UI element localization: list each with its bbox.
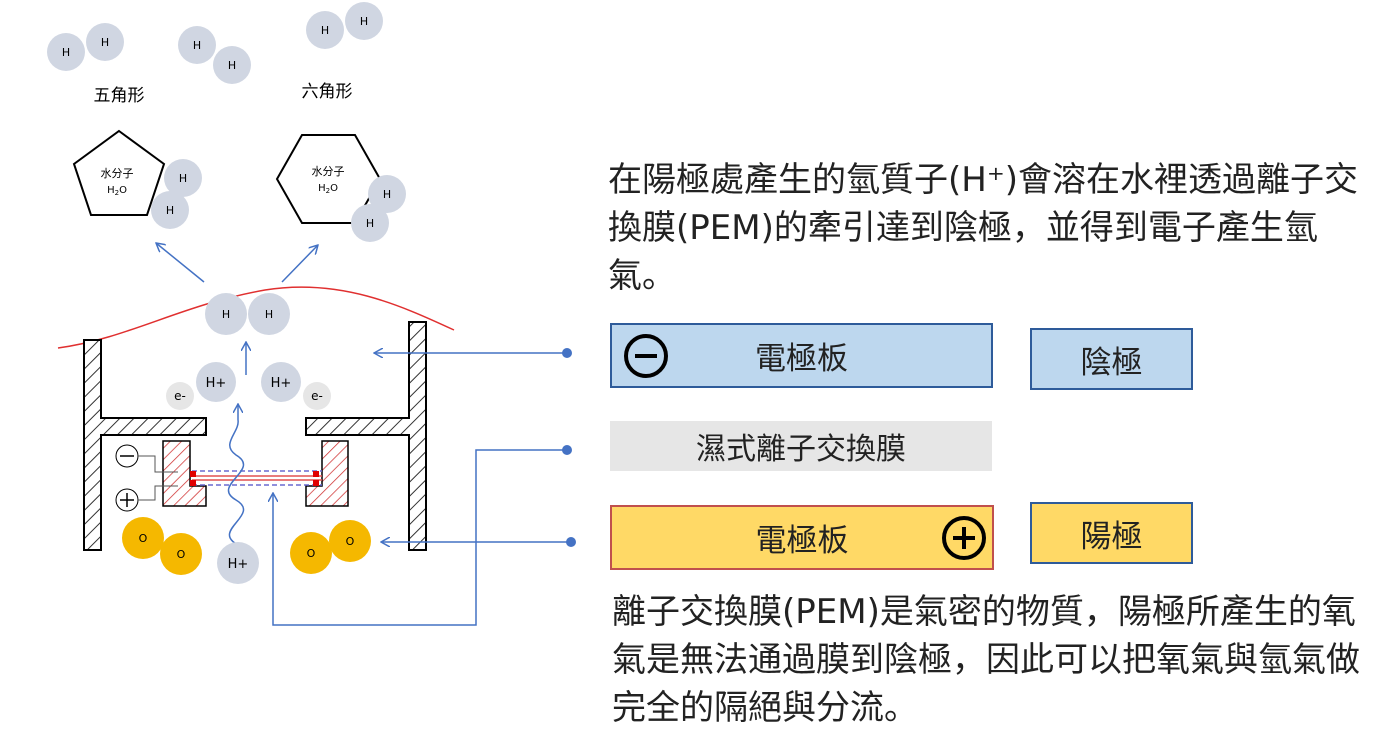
- flow-arrow: [281, 245, 318, 283]
- proton: [217, 542, 259, 584]
- minus-icon: [624, 333, 668, 378]
- water-surface-line: [57, 286, 455, 349]
- h-atom-label: H: [265, 308, 273, 321]
- h-atom-label: H: [383, 188, 391, 201]
- cathode-plate-label: 電極板: [755, 341, 848, 377]
- h-atom-label: H: [366, 217, 374, 230]
- o-atom-label: O: [177, 548, 186, 561]
- water-formula: H2O: [107, 185, 127, 197]
- h-atom-label: H: [101, 36, 109, 49]
- membrane-label: 濕式離子交換膜: [610, 421, 992, 471]
- h-atom-label: H: [193, 39, 201, 52]
- h-atom-label: H: [166, 204, 174, 217]
- hexagon-caption: 六角形: [302, 82, 353, 102]
- electron: [166, 382, 194, 410]
- h-atom-label: H: [321, 24, 329, 37]
- proton: [261, 362, 301, 402]
- pem-description: 離子交換膜(PEM)是氣密的物質，陽極所產生的氧氣是無法通過膜到陰極，因此可以把…: [612, 592, 1360, 728]
- plus-icon: [942, 515, 986, 560]
- right-electrode-holder: [305, 440, 349, 507]
- anode-electrode-plate: 電極板: [610, 505, 994, 570]
- h-atom-label: H: [179, 172, 187, 185]
- left-electrode-holder: [162, 440, 207, 507]
- o2-molecule: O O: [122, 517, 202, 575]
- anode-label: 陽極: [1030, 502, 1193, 564]
- h2-molecule: H H: [47, 23, 124, 71]
- water-molecule-label: 水分子: [312, 165, 345, 178]
- h-atom-label: H: [360, 15, 368, 28]
- h2-molecule: H H: [178, 26, 251, 84]
- o-atom-label: O: [139, 532, 148, 545]
- cell-container: [83, 321, 427, 551]
- hexagon-water-cluster: 水分子 H2O H H: [275, 134, 406, 242]
- water-formula: H2O: [318, 183, 338, 195]
- terminal-minus: [115, 444, 178, 473]
- proton-path-arrow: [227, 404, 245, 546]
- o2-molecule: O O: [290, 520, 371, 574]
- leader-line-membrane: [273, 445, 572, 626]
- electron-label: e-: [311, 389, 323, 403]
- right-wall: [305, 321, 427, 551]
- anode-plate-label: 電極板: [755, 523, 849, 559]
- proton-label: H+: [206, 376, 227, 391]
- h-atom-label: H: [62, 46, 70, 59]
- o-atom-label: O: [346, 535, 355, 548]
- pentagon-caption: 五角形: [94, 86, 145, 106]
- leader-line-anode: [381, 537, 576, 547]
- left-wall: [83, 339, 207, 551]
- proton-label: H+: [271, 376, 292, 391]
- proton: [196, 362, 236, 402]
- electron: [303, 382, 331, 410]
- cathode-electrode-plate: 電極板: [610, 323, 993, 388]
- pem-membrane: [190, 470, 322, 486]
- hydrogen-proton-description: 在陽極處產生的氫質子(H⁺)會溶在水裡透過離子交換膜(PEM)的牽引達到陰極，並…: [608, 160, 1359, 296]
- h2-molecule: H H: [306, 2, 383, 49]
- flow-arrow: [156, 243, 205, 283]
- water-molecule-label: 水分子: [101, 167, 134, 180]
- leader-line-cathode: [374, 348, 572, 358]
- h2-molecule: H H: [205, 293, 290, 335]
- cathode-label: 陰極: [1030, 328, 1193, 390]
- h-atom-label: H: [228, 59, 236, 72]
- proton-label: H+: [228, 557, 249, 572]
- o-atom-label: O: [307, 547, 316, 560]
- pentagon-shape: [72, 129, 166, 216]
- electron-label: e-: [174, 389, 186, 403]
- terminal-plus: [115, 485, 178, 512]
- pentagon-water-cluster: 水分子 H2O H H: [72, 129, 202, 229]
- h-atom-label: H: [222, 308, 230, 321]
